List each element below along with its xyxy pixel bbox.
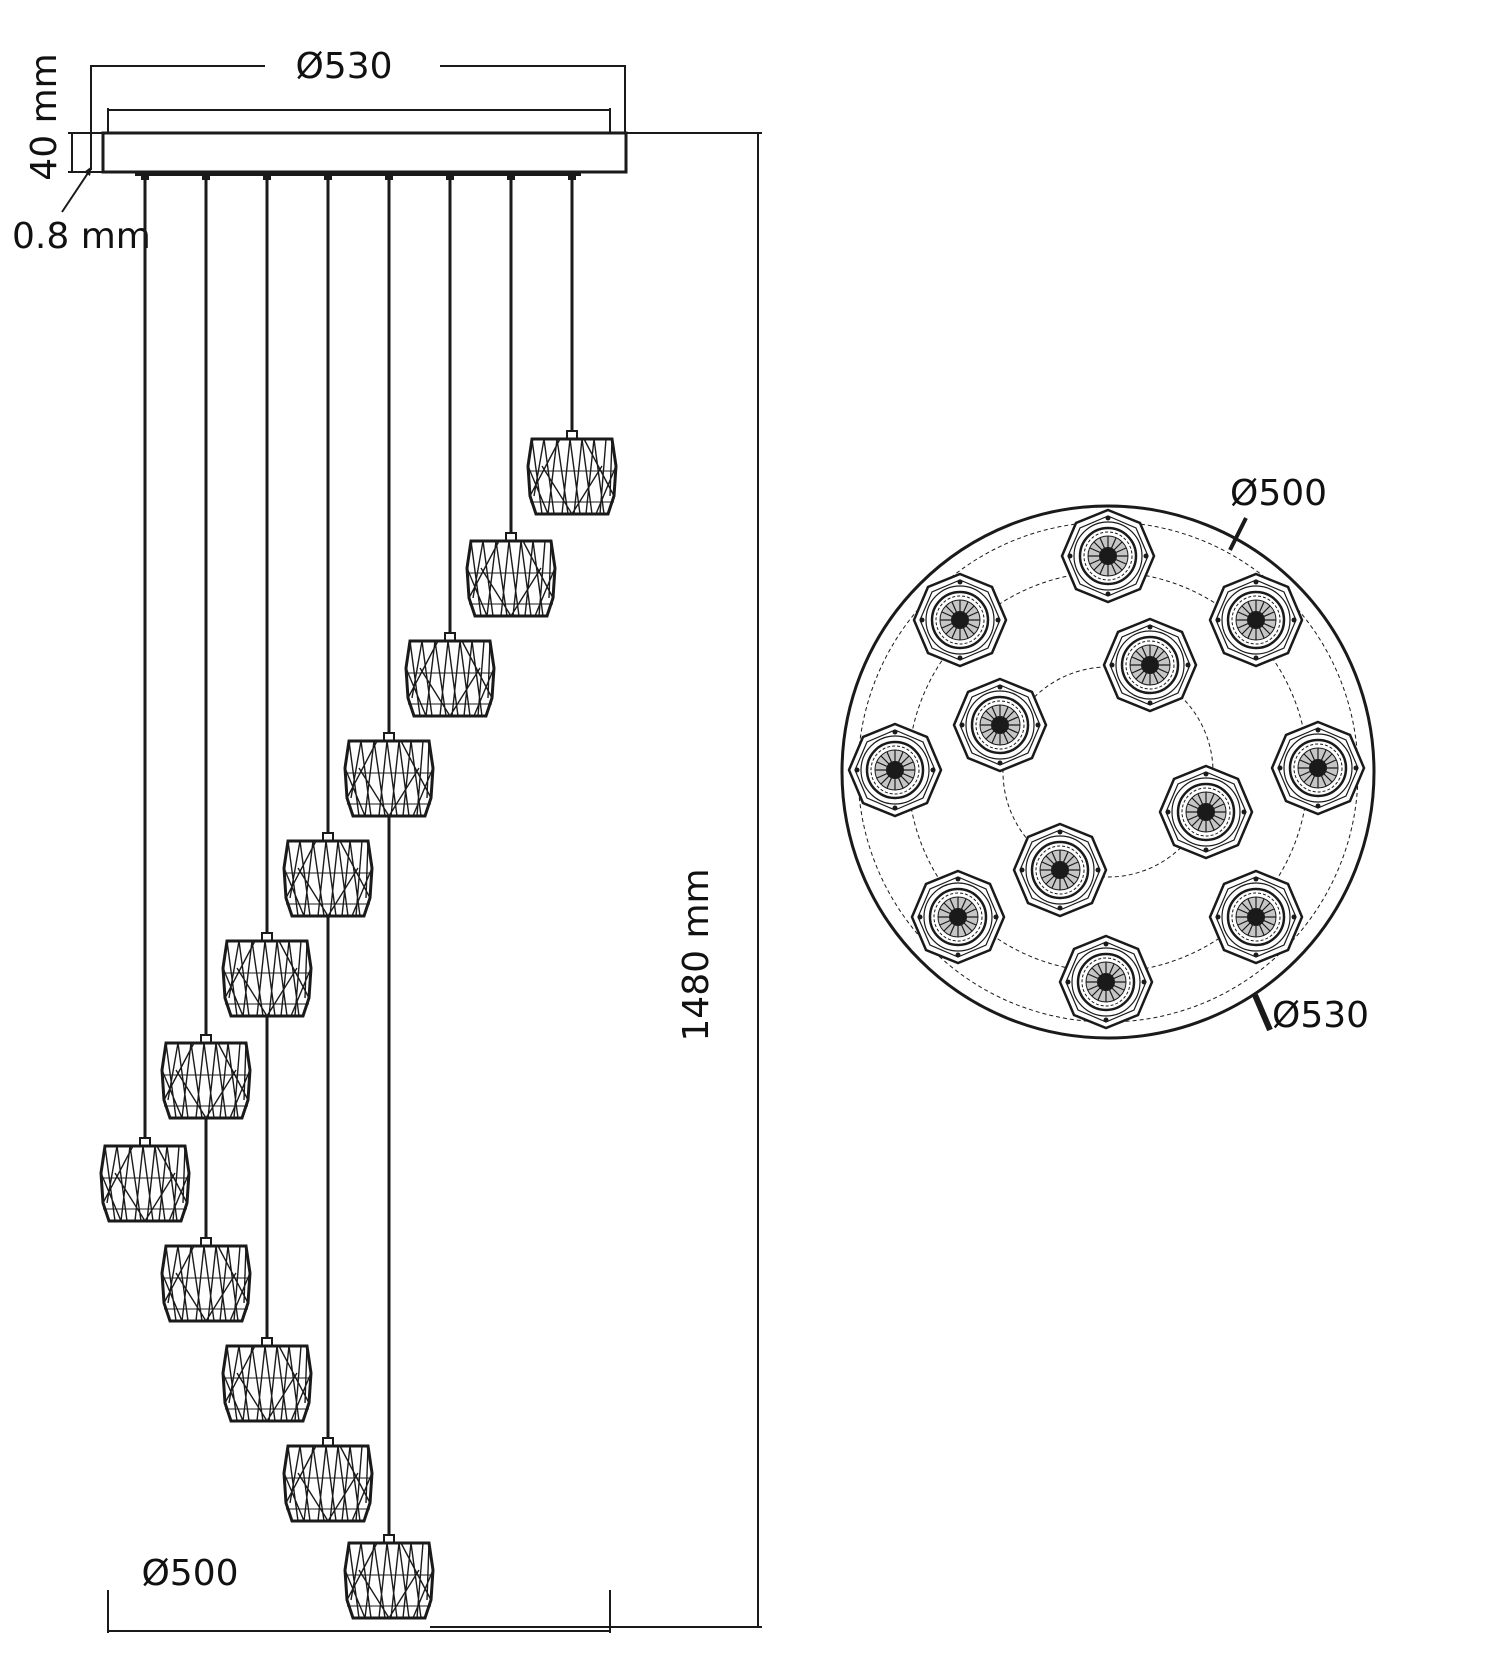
- pendant-shade: [221, 931, 313, 1018]
- spread-diameter-label: Ø500: [141, 1553, 238, 1594]
- pendant-shade: [465, 531, 557, 618]
- pendant-shade: [99, 1136, 191, 1223]
- drop-height-label: 1480 mm: [676, 868, 717, 1041]
- top-view: Ø500 Ø530: [840, 473, 1376, 1040]
- pendant-shade: [282, 1436, 374, 1523]
- drop-height-dimension: 1480 mm: [430, 132, 762, 1628]
- spread-diameter-dimension: Ø500: [107, 1553, 611, 1633]
- top-pendant: [952, 677, 1048, 773]
- pendant-shade: [221, 1336, 313, 1423]
- top-pendant: [1208, 869, 1304, 965]
- canopy-gap-label: 0.8 mm: [12, 216, 151, 257]
- pendant-shade: [526, 429, 618, 516]
- pendant-shade: [160, 1033, 252, 1120]
- pendant-shade: [343, 1533, 435, 1620]
- top-pendant: [912, 572, 1008, 668]
- pendant-shade: [343, 731, 435, 818]
- canopy-height-dimension: 40 mm: [24, 53, 103, 181]
- top-pendant: [1158, 764, 1254, 860]
- top-pendant: [1270, 720, 1366, 816]
- outer-diameter-leader: [1252, 993, 1273, 1032]
- top-pendant: [847, 722, 943, 818]
- top-pendant: [1058, 934, 1154, 1030]
- canopy-trim: [135, 172, 581, 176]
- pendant-shades: [99, 429, 618, 1620]
- pendant-shade: [404, 631, 496, 718]
- canopy-plate: [101, 131, 628, 174]
- canopy-diameter-label: Ø530: [295, 46, 392, 87]
- pendant-shade: [160, 1236, 252, 1323]
- canopy-height-label: 40 mm: [24, 53, 65, 180]
- top-outer-diameter-label: Ø530: [1272, 995, 1369, 1036]
- canopy-gap-callout: 0.8 mm: [12, 166, 151, 257]
- top-pendant: [910, 869, 1006, 965]
- top-pendant: [1012, 822, 1108, 918]
- side-view: Ø530 40 mm 0.8 mm: [12, 46, 762, 1633]
- top-inner-diameter-label: Ø500: [1230, 473, 1327, 514]
- inner-diameter-leader: [1228, 517, 1248, 551]
- pendant-shade: [282, 831, 374, 918]
- canopy-diameter-dimension: Ø530: [90, 46, 626, 170]
- top-pendant: [1102, 617, 1198, 713]
- top-pendant: [1208, 572, 1304, 668]
- top-pendant: [1060, 508, 1156, 604]
